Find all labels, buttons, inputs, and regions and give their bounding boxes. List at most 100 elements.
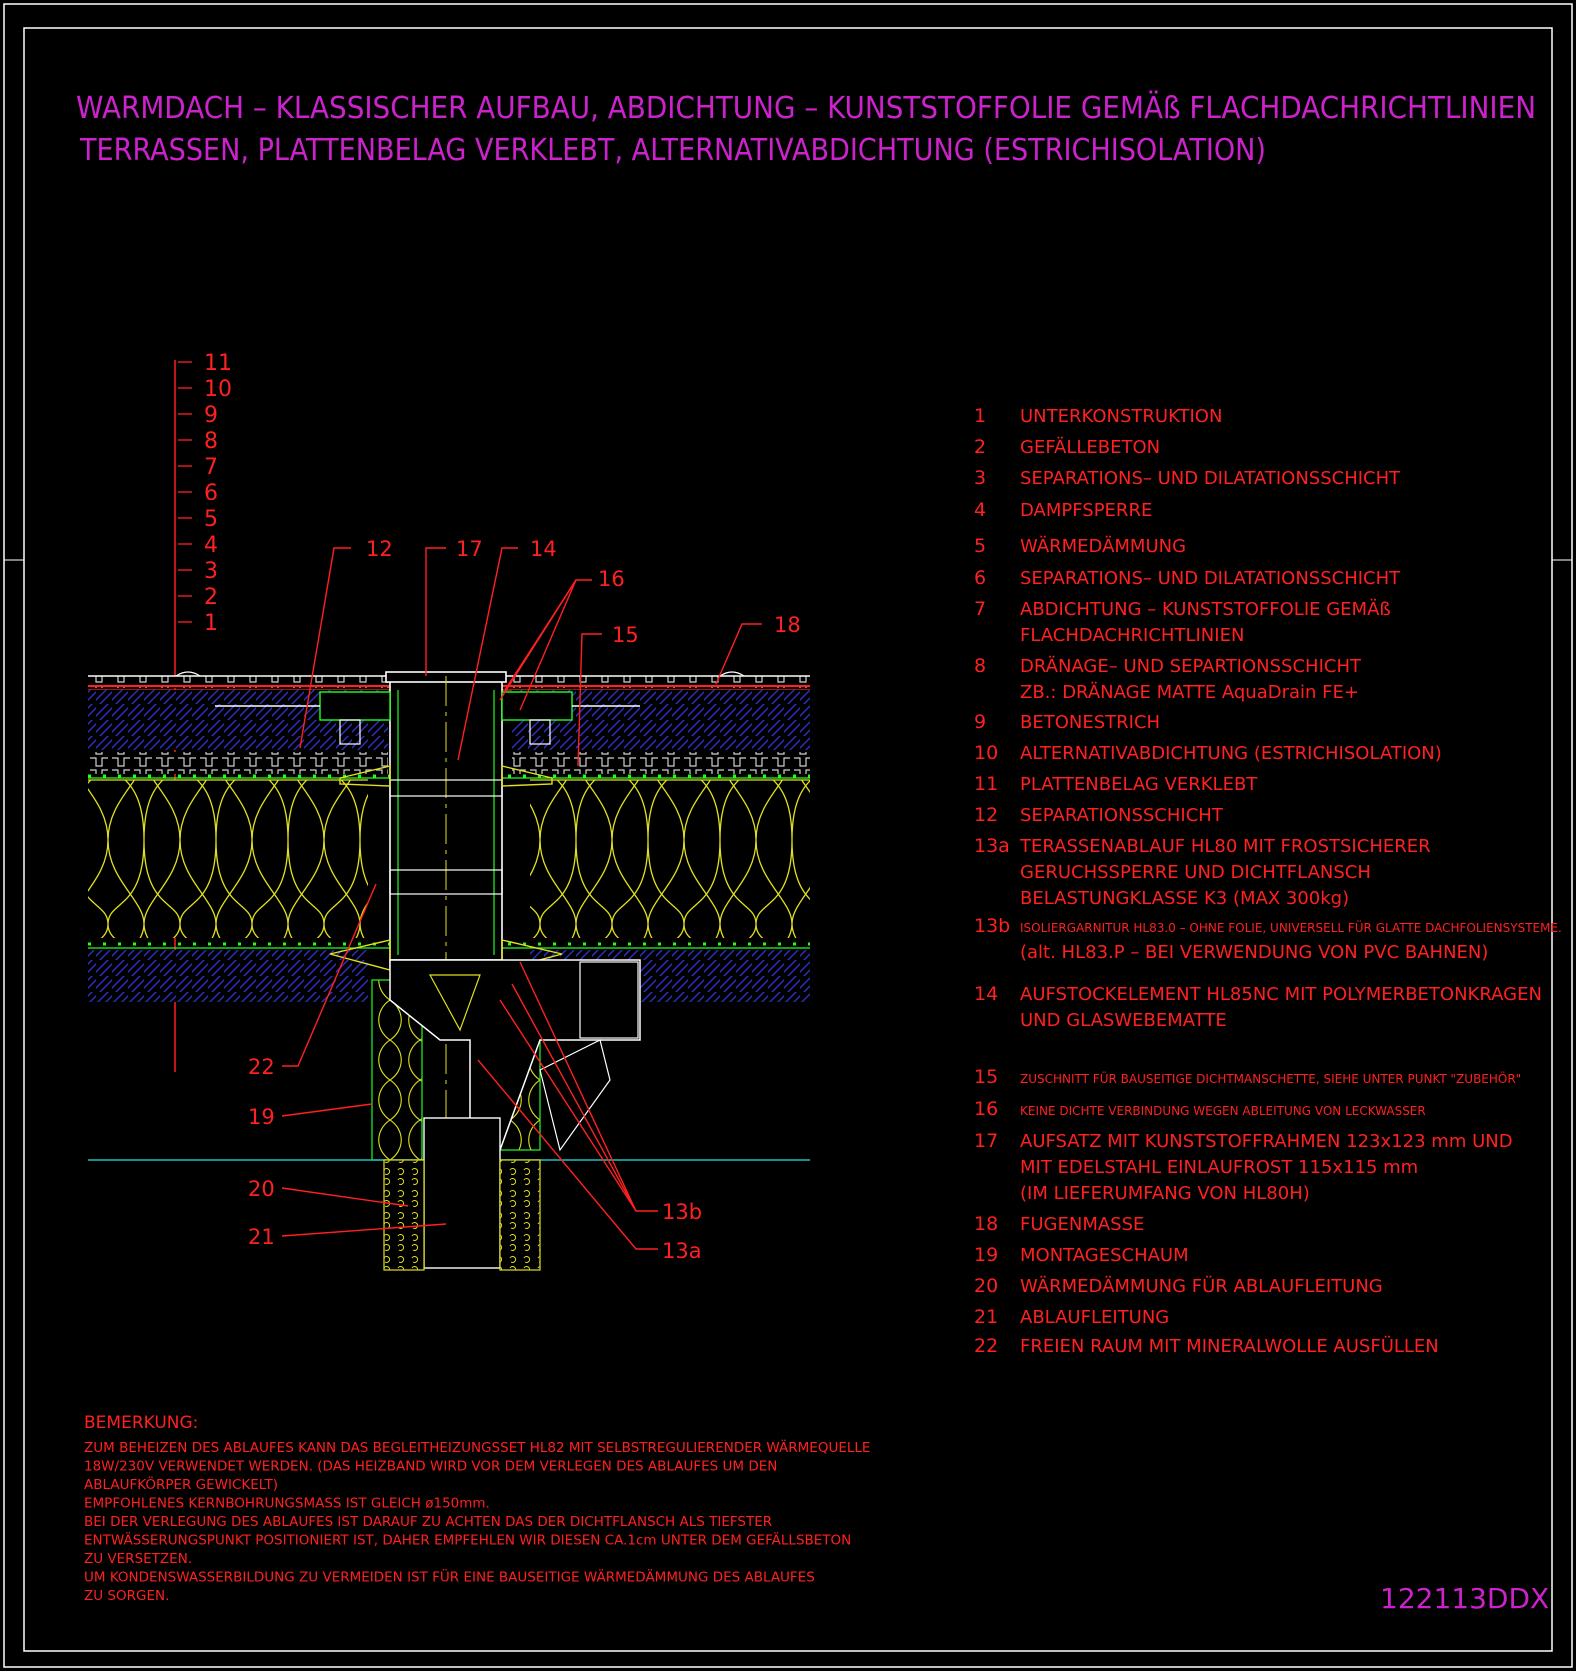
legend-number: 1: [974, 405, 986, 427]
legend-number: 7: [974, 598, 986, 620]
remark-line: ENTWÄSSERUNGSPUNKT POSITIONIERT IST, DAH…: [84, 1531, 851, 1549]
legend-number: 13a: [974, 835, 1010, 857]
legend-text: (IM LIEFERUMFANG VON HL80H): [1020, 1183, 1310, 1204]
legend-text: SEPARATIONS– UND DILATATIONSSCHICHT: [1020, 568, 1401, 589]
callout-21: 21: [248, 1225, 275, 1249]
legend-number: 11: [974, 773, 998, 795]
legend-text: BETONESTRICH: [1020, 712, 1160, 733]
scale-label: 5: [204, 507, 218, 532]
legend-number: 19: [974, 1244, 998, 1266]
legend-text: PLATTENBELAG VERKLEBT: [1020, 774, 1258, 795]
slope-concrete-left: [88, 950, 368, 1002]
legend-text: (alt. HL83.P – BEI VERWENDUNG VON PVC BA…: [1020, 942, 1488, 963]
legend-text: FUGENMASSE: [1020, 1214, 1144, 1235]
legend-text: AUFSATZ MIT KUNSTSTOFFRAHMEN 123x123 mm …: [1020, 1131, 1513, 1152]
scale-label: 6: [204, 481, 218, 506]
title-line-1: WARMDACH – KLASSISCHER AUFBAU, ABDICHTUN…: [76, 90, 1536, 126]
legend-number: 20: [974, 1275, 998, 1297]
drainage-mat-right: [512, 752, 810, 774]
remark-line: UM KONDENSWASSERBILDUNG ZU VERMEIDEN IST…: [84, 1568, 815, 1586]
legend-text: ALTERNATIVABDICHTUNG (ESTRICHISOLATION): [1020, 743, 1442, 764]
remark-line: ZU SORGEN.: [84, 1588, 169, 1604]
callout-18: 18: [774, 613, 801, 637]
callout-13b: 13b: [662, 1200, 702, 1224]
legend-number: 22: [974, 1335, 998, 1357]
insulation-right: [530, 780, 810, 938]
remark-line: ABLAUFKÖRPER GEWICKELT): [84, 1475, 278, 1493]
legend-number: 12: [974, 804, 998, 826]
callout-numbers: 12 17 14 16 15 18 22 19 20 21 13b 13a: [248, 537, 801, 1263]
legend-number: 4: [974, 499, 986, 521]
outer-frame: [3, 3, 1573, 1668]
legend-number: 16: [974, 1098, 998, 1120]
legend-number: 18: [974, 1213, 998, 1235]
legend-text: MIT EDELSTAHL EINLAUFROST 115x115 mm: [1020, 1157, 1418, 1178]
drain-pipe: [423, 1117, 501, 1269]
drainage-mat-left: [88, 752, 388, 774]
scale-label: 3: [204, 559, 218, 584]
callout-12: 12: [366, 537, 393, 561]
legend-text: UND GLASWEBEMATTE: [1020, 1010, 1227, 1031]
legend-number: 3: [974, 467, 986, 489]
scale-label: 7: [204, 455, 218, 480]
legend-text: TERASSENABLAUF HL80 MIT FROSTSICHERER: [1019, 836, 1431, 857]
legend-text: AUFSTOCKELEMENT HL85NC MIT POLYMERBETONK…: [1020, 984, 1542, 1005]
pipe-insulation-right: [499, 1159, 541, 1271]
callout-19: 19: [248, 1105, 275, 1129]
scale-label: 2: [204, 585, 218, 610]
callout-16: 16: [598, 567, 625, 591]
legend-text: GERUCHSSPERRE UND DICHTFLANSCH: [1020, 862, 1371, 883]
inner-frame: [23, 27, 1553, 1652]
legend-text: WÄRMEDÄMMUNG FÜR ABLAUFLEITUNG: [1020, 1275, 1383, 1297]
scale-label: 11: [204, 351, 232, 376]
drawing-number: 122113DDX: [1380, 1582, 1549, 1615]
legend-text: FREIEN RAUM MIT MINERALWOLLE AUSFÜLLEN: [1020, 1335, 1439, 1357]
legend-number: 10: [974, 742, 998, 764]
legend-text: ABLAUFLEITUNG: [1020, 1307, 1169, 1328]
legend-number: 5: [974, 535, 986, 557]
legend-text: FLACHDACHRICHTLINIEN: [1020, 625, 1244, 646]
legend-number: 2: [974, 436, 986, 458]
scale-label: 1: [204, 611, 218, 636]
legend-text: ISOLIERGARNITUR HL83.0 – OHNE FOLIE, UNI…: [1020, 919, 1562, 935]
legend-text: WÄRMEDÄMMUNG: [1020, 536, 1186, 557]
legend-text: UNTERKONSTRUKTION: [1020, 406, 1222, 427]
callout-20: 20: [248, 1177, 275, 1201]
legend-text: KEINE DICHTE VERBINDUNG WEGEN ABLEITUNG …: [1020, 1104, 1426, 1118]
section-drawing: [88, 671, 810, 1271]
legend-number: 14: [974, 983, 998, 1005]
legend-number: 6: [974, 567, 986, 589]
callout-22: 22: [248, 1055, 275, 1079]
legend-text: ZB.: DRÄNAGE MATTE AquaDrain FE+: [1020, 682, 1359, 703]
scale-label: 10: [204, 377, 232, 402]
insulation-left: [88, 780, 368, 938]
legend-text: DRÄNAGE– UND SEPARTIONSSCHICHT: [1020, 656, 1362, 677]
legend-text: GEFÄLLEBETON: [1020, 437, 1160, 458]
remark-block: BEMERKUNG: ZUM BEHEIZEN DES ABLAUFES KAN…: [84, 1413, 870, 1604]
legend-number: 8: [974, 655, 986, 677]
legend-text: SEPARATIONSSCHICHT: [1020, 805, 1224, 826]
remark-line: EMPFOHLENES KERNBOHRUNGSMASS IST GLEICH …: [84, 1496, 490, 1512]
legend-text: SEPARATIONS– UND DILATATIONSSCHICHT: [1020, 468, 1401, 489]
legend-text: MONTAGESCHAUM: [1020, 1245, 1189, 1266]
legend-number: 9: [974, 711, 986, 733]
legend-text: DAMPFSPERRE: [1020, 500, 1152, 521]
remark-heading: BEMERKUNG:: [84, 1413, 198, 1433]
remark-line: ZUM BEHEIZEN DES ABLAUFES KANN DAS BEGLE…: [84, 1438, 870, 1456]
scale-label: 4: [204, 533, 218, 558]
legend-number: 17: [974, 1130, 998, 1152]
pipe-insulation-left: [383, 1159, 425, 1271]
remark-line: ZU VERSETZEN.: [84, 1551, 192, 1567]
leader-lines: [281, 547, 762, 1250]
legend-number: 13b: [974, 915, 1010, 937]
legend-text: ABDICHTUNG – KUNSTSTOFFOLIE GEMÄß: [1020, 599, 1391, 620]
legend-number: 21: [974, 1306, 998, 1328]
callout-15: 15: [612, 623, 639, 647]
callout-14: 14: [530, 537, 557, 561]
remark-line: 18W/230V VERWENDET WERDEN. (DAS HEIZBAND…: [84, 1459, 777, 1475]
legend-text: ZUSCHNITT FÜR BAUSEITIGE DICHTMANSCHETTE…: [1020, 1070, 1521, 1086]
legend-number: 15: [974, 1066, 998, 1088]
callout-17: 17: [456, 537, 483, 561]
